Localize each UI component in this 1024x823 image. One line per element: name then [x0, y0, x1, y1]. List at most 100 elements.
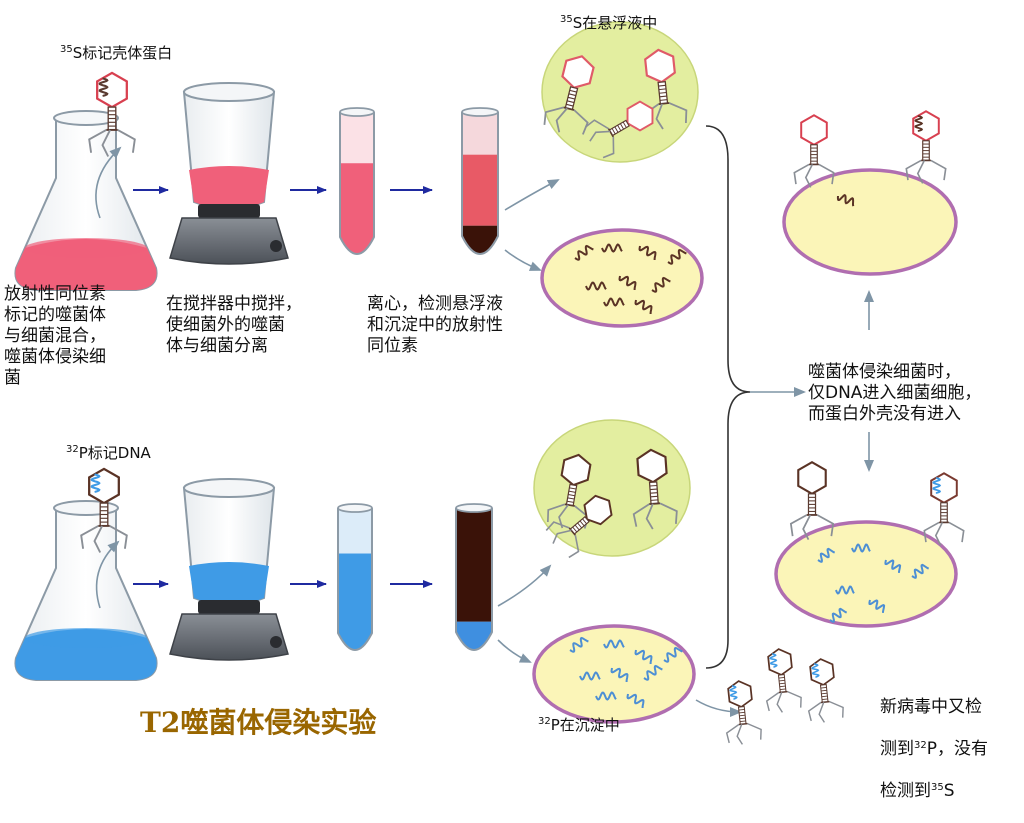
new-virus-line3: 检测到35S [880, 781, 955, 801]
tail-fiber [948, 521, 965, 543]
tail-fiber [934, 522, 944, 546]
phage-ghost [545, 494, 613, 559]
phage-32p-source [80, 467, 128, 553]
tail-ring [739, 711, 745, 714]
blender-base [169, 613, 289, 661]
tail-fiber [584, 119, 609, 130]
tail-ring [650, 499, 659, 501]
tail-fiber [645, 503, 654, 530]
phage-35s-source [88, 71, 136, 157]
progeny-phage [807, 658, 844, 723]
tail-ring [567, 497, 575, 500]
diagram-stage: 35S标记壳体蛋白 35S在悬浮液中 32P标记DNA 32P在沉淀中 放射性同… [4, 14, 988, 801]
bacteria-dna [618, 275, 637, 290]
blender-knob [270, 240, 282, 252]
phage-head [626, 100, 654, 132]
progeny-phage [725, 680, 762, 745]
tail-ring [779, 679, 785, 682]
bacteria-dna [817, 547, 836, 563]
tail-ring [617, 124, 622, 132]
tail-ring [659, 99, 668, 101]
tail-fiber [804, 164, 814, 188]
bacteria-dna [667, 248, 687, 265]
tail-ring [582, 518, 587, 525]
phage-ghost [642, 48, 688, 130]
tube-layer [456, 508, 492, 622]
precipitate-circle-32p [532, 624, 696, 724]
bacteria-dna [868, 599, 886, 613]
tail-fiber [655, 103, 664, 130]
bacteria-dna [851, 543, 871, 553]
phage-head [797, 460, 827, 496]
step-blend-text: 在搅拌器中搅拌， 使细菌外的噬菌 体与细菌分离 [166, 294, 302, 356]
dna-coil [769, 653, 778, 668]
blender-35s [169, 82, 289, 265]
step-centrifuge-text: 离心，检测悬浮液 和沉淀中的放射性 同位素 [367, 294, 503, 356]
flow-arrow [504, 179, 560, 211]
bacteria-dna [663, 646, 683, 663]
phage-ghost [543, 55, 595, 135]
tube-layer [340, 112, 374, 164]
tail-fiber [789, 514, 808, 537]
bacteria-dna [638, 245, 657, 260]
tail-fiber [747, 722, 762, 740]
tail-fiber [793, 163, 810, 185]
tail-ring [649, 484, 658, 487]
tail-fiber [829, 700, 844, 718]
tube-rim [461, 107, 499, 117]
label-32p-dna: 32P标记DNA [66, 444, 151, 462]
tail-ring [658, 88, 667, 91]
tail-fiber [552, 529, 572, 544]
bacteria-dna [634, 299, 653, 314]
tail-fiber [776, 691, 784, 713]
base-plate [649, 502, 661, 505]
dna-coil [811, 663, 820, 678]
tube-rim [455, 503, 493, 513]
tail-fiber [555, 107, 568, 133]
dna-coil [98, 77, 109, 97]
tail-fiber [905, 159, 922, 181]
bacteria-dna [610, 667, 629, 682]
flask-mouth [53, 110, 119, 126]
bacteria-dna [911, 563, 930, 579]
tube-layer [340, 163, 374, 254]
tube-32p-after [455, 503, 493, 651]
tail-fiber [109, 525, 128, 549]
base-plate [607, 128, 614, 138]
tail-ring [577, 522, 583, 529]
tail-fiber [80, 525, 99, 549]
tail-fiber [787, 690, 802, 708]
tail-ring [739, 717, 746, 720]
blender-rim [183, 478, 275, 498]
tail-fiber [818, 701, 826, 723]
tail-ring [821, 689, 827, 692]
tail-ring [821, 698, 828, 700]
tail-ring [650, 492, 658, 494]
tube-glass [337, 508, 373, 651]
tail-ring [568, 490, 576, 493]
tail-ring [659, 91, 667, 94]
phage-attached [923, 472, 965, 546]
phage-attached [905, 110, 947, 184]
base-plate [564, 503, 575, 507]
bacteria-dna [829, 607, 848, 623]
flow-arrow [497, 639, 532, 663]
flow-arrow [497, 564, 552, 607]
bacteria-dna [884, 559, 902, 573]
tail-fiber [546, 503, 566, 523]
tail-ring [569, 89, 577, 93]
flow-arrow [95, 540, 120, 609]
blender-rim [183, 82, 275, 102]
tail-ring [567, 96, 576, 100]
tail-fiber [765, 691, 780, 712]
tail-fiber [659, 502, 678, 524]
tail-ring [568, 93, 576, 97]
phage-head [800, 114, 828, 146]
tail-ring [566, 103, 574, 107]
tail-ring [568, 494, 576, 497]
supernatant-circle-32p [533, 419, 691, 557]
new-virus-line1: 新病毒中又检 [880, 697, 982, 717]
tail-ring [579, 520, 585, 527]
tube-layer [338, 553, 372, 650]
tail-fiber [602, 136, 615, 159]
